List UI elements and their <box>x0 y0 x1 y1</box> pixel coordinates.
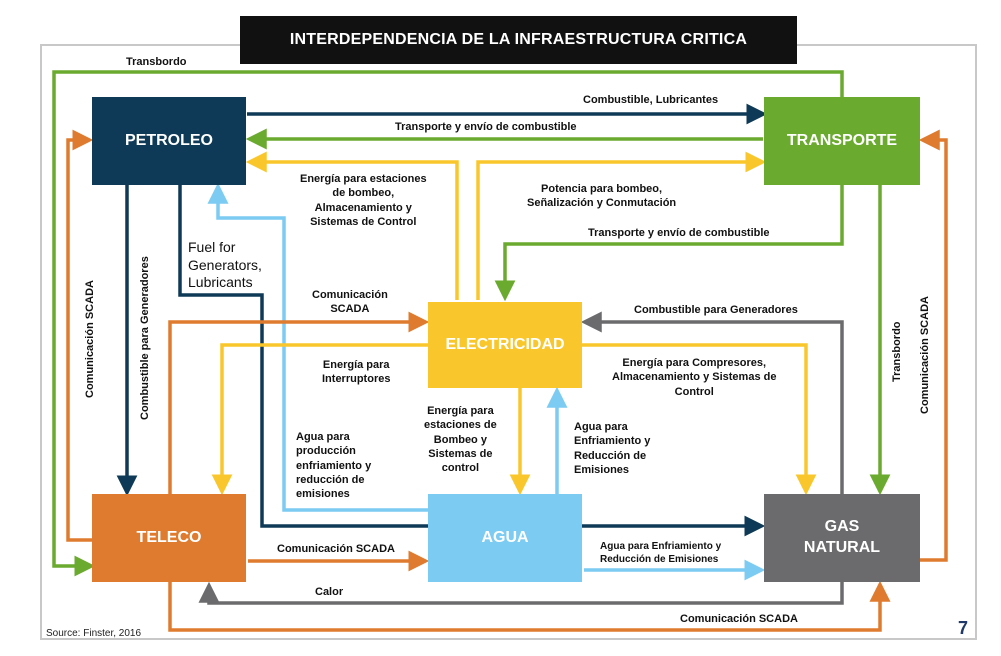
label-comunicacion-scada-right-vert: Comunicación SCADA <box>919 296 931 414</box>
label-potencia-bombeo: Potencia para bombeo, Señalización y Con… <box>527 183 677 210</box>
node-gas-natural-label: GAS NATURAL <box>803 518 881 556</box>
node-transporte-label: TRANSPORTE <box>786 131 898 149</box>
node-petroleo: PETROLEO <box>92 97 246 185</box>
label-energia-interruptores: Energía para Interruptores <box>322 359 391 386</box>
arrow-transporte-envio-2 <box>494 185 844 302</box>
arrow-potencia-bombeo <box>476 151 767 300</box>
arrow-energia-compresores <box>582 343 817 496</box>
arrow-energia-interruptores <box>211 343 428 496</box>
label-agua-produccion: Agua para producción enfriamiento y redu… <box>296 431 372 501</box>
node-electricidad-label: ELECTRICIDAD <box>445 335 565 353</box>
node-teleco-label: TELECO <box>136 528 202 546</box>
arrow-calor <box>198 581 844 605</box>
label-energia-estaciones: Energía para estaciones de bombeo, Almac… <box>300 173 427 228</box>
label-energia-estaciones-agua: Energía para estaciones de Bombeo y Sist… <box>424 405 497 475</box>
node-petroleo-label: PETROLEO <box>124 131 213 149</box>
label-agua-enfriamiento-elec: Agua para Enfriamiento y Reducción de Em… <box>574 421 651 476</box>
label-fuel-generators: Fuel for Generators, Lubricants <box>188 239 262 290</box>
node-electricidad: ELECTRICIDAD <box>428 302 582 388</box>
label-calor: Calor <box>315 586 344 598</box>
node-transporte: TRANSPORTE <box>764 97 920 185</box>
label-transporte-envio-1: Transporte y envío de combustible <box>395 121 577 133</box>
arrow-agua-produccion <box>207 182 428 512</box>
label-agua-enfriamiento-gas: Agua para Enfriamiento y Reducción de Em… <box>600 541 722 565</box>
arrow-transbordo-top <box>52 70 844 577</box>
label-energia-compresores: Energía para Compresores, Almacenamiento… <box>612 357 777 398</box>
diagram-title: INTERDEPENDENCIA DE LA INFRAESTRUCTURA C… <box>240 16 797 64</box>
node-agua-label: AGUA <box>481 528 529 546</box>
label-comunicacion-scada-bottom: Comunicación SCADA <box>680 613 798 625</box>
label-transbordo-top: Transbordo <box>126 56 187 68</box>
node-gas-natural: GAS NATURAL <box>764 494 920 582</box>
label-comunicacion-scada-teleco: Comunicación SCADA <box>277 543 395 555</box>
label-combustible-lubricantes: Combustible, Lubricantes <box>583 94 719 106</box>
label-comunicacion-scada-mid: Comunicación SCADA <box>312 289 388 316</box>
page-number: 7 <box>958 618 969 638</box>
node-teleco: TELECO <box>92 494 246 582</box>
label-comunicacion-scada-left-vert: Comunicación SCADA <box>84 280 96 398</box>
node-agua: AGUA <box>428 494 582 582</box>
arrow-energia-estaciones <box>245 151 459 300</box>
label-transporte-envio-2: Transporte y envío de combustible <box>588 227 770 239</box>
label-transbordo-right-vert: Transbordo <box>891 321 903 382</box>
arrow-comunicacion-scada-bottom <box>168 580 891 632</box>
arrow-comunicacion-scada-right <box>918 129 948 562</box>
arrow-combustible-generadores <box>580 311 844 494</box>
arrow-comunicacion-scada-mid <box>168 311 430 494</box>
arrow-comunicacion-scada-left <box>66 129 94 542</box>
label-combustible-generadores: Combustible para Generadores <box>634 304 798 316</box>
source-citation: Source: Finster, 2016 <box>46 628 142 639</box>
label-combustible-generadores-vert: Combustible para Generadores <box>139 256 151 420</box>
